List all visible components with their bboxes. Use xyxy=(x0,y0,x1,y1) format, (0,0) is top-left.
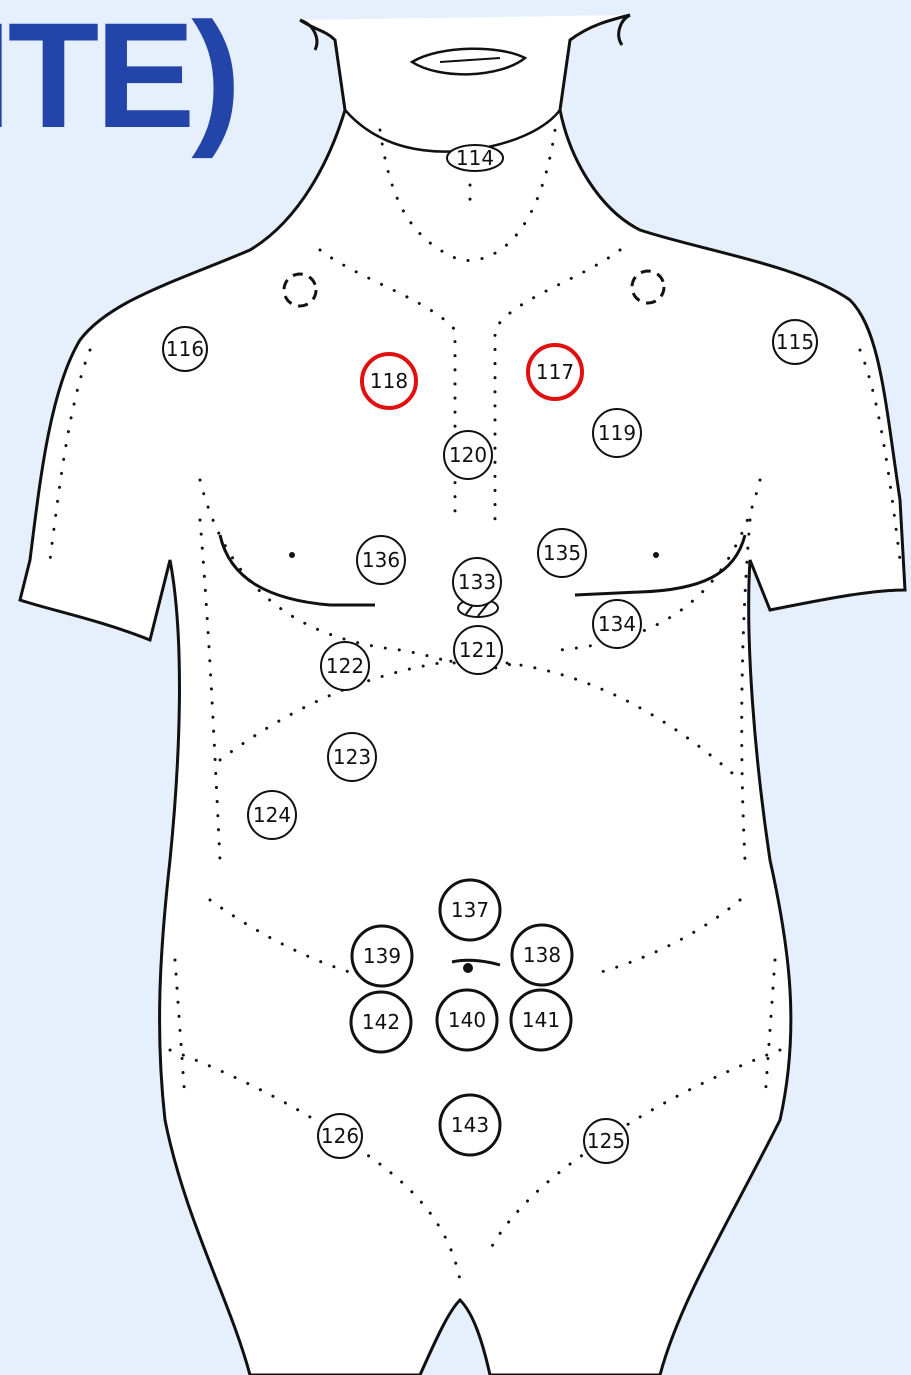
right-nipple xyxy=(653,552,659,558)
point-124: 124 xyxy=(248,791,296,839)
point-117: 117 xyxy=(528,345,582,399)
point-125: 125 xyxy=(584,1119,628,1163)
point-126: 126 xyxy=(318,1114,362,1158)
point-label: 125 xyxy=(587,1129,625,1153)
point-label: 124 xyxy=(253,803,291,827)
right-ear xyxy=(619,15,630,45)
point-label: 142 xyxy=(362,1010,400,1034)
point-label: 116 xyxy=(166,337,204,361)
point-label: 118 xyxy=(370,369,408,393)
point-123: 123 xyxy=(328,733,376,781)
torso-outline xyxy=(20,15,905,1375)
point-114: 114 xyxy=(447,145,503,171)
point-label: 137 xyxy=(451,898,489,922)
point-136: 136 xyxy=(357,536,405,584)
point-116: 116 xyxy=(163,327,207,371)
point-label: 117 xyxy=(536,360,574,384)
point-label: 138 xyxy=(523,943,561,967)
point-label: 141 xyxy=(522,1008,560,1032)
point-118: 118 xyxy=(362,354,416,408)
point-142: 142 xyxy=(351,992,411,1052)
point-140: 140 xyxy=(437,990,497,1050)
left-nipple xyxy=(289,552,295,558)
point-137: 137 xyxy=(440,880,500,940)
point-label: 122 xyxy=(326,654,364,678)
point-label: 121 xyxy=(459,638,497,662)
point-label: 120 xyxy=(449,443,487,467)
point-label: 136 xyxy=(362,548,400,572)
point-134: 134 xyxy=(593,600,641,648)
point-label: 114 xyxy=(456,146,494,170)
point-label: 134 xyxy=(598,612,636,636)
point-label: 126 xyxy=(321,1124,359,1148)
point-122: 122 xyxy=(321,642,369,690)
point-label: 139 xyxy=(363,944,401,968)
point-label: 143 xyxy=(451,1113,489,1137)
point-141: 141 xyxy=(511,990,571,1050)
point-138: 138 xyxy=(512,925,572,985)
point-label: 115 xyxy=(776,330,814,354)
point-143: 143 xyxy=(440,1095,500,1155)
point-label: 123 xyxy=(333,745,371,769)
point-135: 135 xyxy=(538,529,586,577)
point-121: 121 xyxy=(454,626,502,674)
point-label: 133 xyxy=(458,570,496,594)
point-120: 120 xyxy=(444,431,492,479)
point-139: 139 xyxy=(352,926,412,986)
point-label: 119 xyxy=(598,421,636,445)
navel-dot xyxy=(463,963,473,973)
point-label: 140 xyxy=(448,1008,486,1032)
point-115: 115 xyxy=(773,320,817,364)
point-label: 135 xyxy=(543,541,581,565)
point-133: 133 xyxy=(453,558,501,606)
point-119: 119 xyxy=(593,409,641,457)
